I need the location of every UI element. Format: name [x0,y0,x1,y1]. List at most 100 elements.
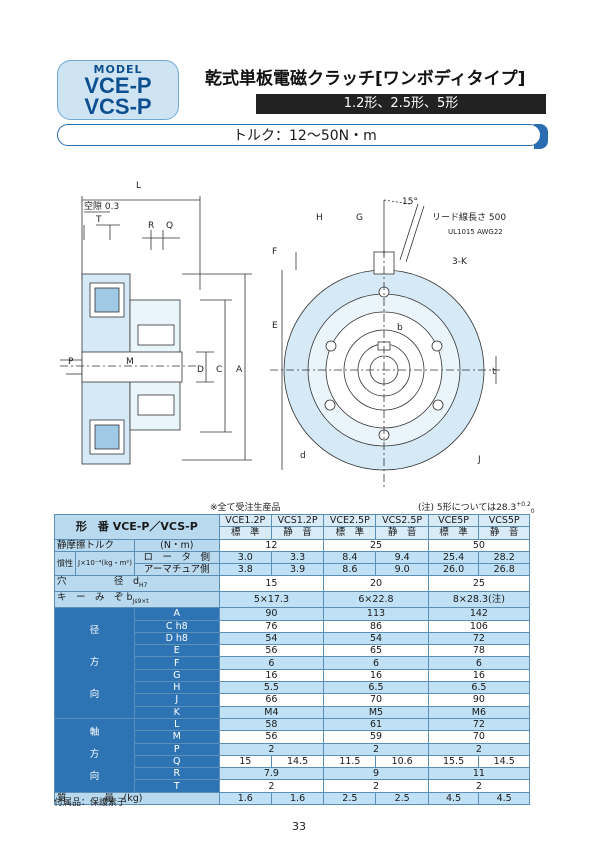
armature-label: アーマチュア側 [133,563,220,577]
dim-value: 2 [323,779,429,793]
page-subtitle: 1.2形、2.5形、5形 [256,94,546,114]
dim-value: 6.5 [427,681,531,695]
armature-value: 26.8 [478,563,530,577]
model-col: VCS1.2P [270,513,325,528]
dim-key: D h8 [133,631,220,646]
dim-gap: 空隙 0.3 [84,200,119,212]
dim-value: 76 [218,619,325,633]
model-header: 形 番 VCE-P／VCS-P [54,514,220,540]
dim-value: 2 [218,779,325,793]
mass-value: 1.6 [218,791,272,806]
bore-row: 穴 径 dH7 15 20 25 [54,575,531,593]
type-col: 静 音 [270,526,325,540]
rotor-value: 9.4 [375,550,429,565]
bore-label: 穴 径 dH7 [54,575,220,593]
bore-label-sub: H7 [139,582,148,590]
key-label-text: キ ー み ぞ b [57,592,133,604]
axial-label-char: 方 [89,749,100,761]
mass-value: 4.5 [427,791,480,806]
dim-value: 90 [427,693,531,707]
page-title: 乾式単板電磁クラッチ[ワンボディタイプ] [205,69,526,89]
model-col: VCE2.5P [323,513,377,528]
dim-value: 2 [427,779,531,793]
dim-key: L [133,717,220,732]
dim-value: 2 [218,742,325,756]
dim-value: 16 [427,668,531,683]
dim-angle: 15° [402,197,418,207]
armature-value: 26.0 [427,563,480,577]
dim-D: D [197,365,204,375]
radial-label-char: 向 [89,689,100,701]
note-right: (注) 5形については28.3+0.20 [418,500,535,515]
dim-value: 59 [323,730,429,744]
inertia-label: 慣性 [54,550,76,577]
dim-value: 16 [218,668,325,683]
torque-label: 静摩擦トルク [54,538,135,552]
dim-key: C h8 [133,619,220,633]
note-left: ※全て受注生産品 [210,503,281,513]
key-label: キ ー み ぞ bJs9×t [54,591,220,609]
front-view [270,199,500,490]
model-col: VCE1.2P [218,513,272,528]
dim-value: 70 [323,693,429,707]
dim-E: E [272,321,278,331]
model-col: VCS5P [478,513,530,528]
mass-row: 質 量 (kg) 1.6 1.6 2.5 2.5 4.5 4.5 [54,791,530,806]
torque-value: 12 [218,538,325,552]
axial-label-char: 軸 [89,727,100,739]
key-row: キ ー み ぞ bJs9×t 5×17.3 6×22.8 8×28.3(注) [54,591,531,609]
dim-Q: Q [166,221,173,231]
dim-value: 15 [218,754,272,769]
note-right-text: (注) 5形については28.3 [418,503,517,513]
side-view [60,196,252,465]
dim-value: 6 [427,656,531,670]
dim-value: 10.6 [375,754,429,769]
dim-key: G [133,668,220,683]
dim-value: 56 [218,730,325,744]
dim-value: 14.5 [270,754,325,769]
bore-value: 25 [427,575,531,593]
dim-b: b [397,323,403,333]
dim-value: 72 [427,631,531,646]
header-row-models: 形 番 VCE-P／VCS-P VCE1.2P VCS1.2P VCE2.5P … [54,513,530,540]
torque-unit: (N・m) [133,538,220,552]
torque-value: 25 [323,538,429,552]
dim-G: G [356,213,363,223]
radial-label-char: 径 [89,625,100,637]
model-col: VCE5P [427,513,480,528]
key-value: 8×28.3(注) [427,591,531,609]
dim-value: M6 [427,705,531,719]
model-line2: VCS-P [84,94,152,119]
rotor-label: ロ ー タ 側 [133,550,220,565]
type-col: 静 音 [375,526,429,540]
dim-value: 16 [323,668,429,683]
key-value: 5×17.3 [218,591,325,609]
rotor-value: 3.0 [218,550,272,565]
page-number: 33 [292,820,306,833]
dim-value: 70 [427,730,531,744]
model-label: MODEL [93,63,143,76]
technical-drawing: L 空隙 0.3 T R Q P M D C A [60,181,506,490]
dim-H: H [316,213,323,223]
dim-key: K [133,705,220,719]
dim-value: 6 [323,656,429,670]
dim-value: 66 [218,693,325,707]
model-line1: VCE-P [84,73,152,98]
axial-label: 軸方向 [54,717,135,793]
dim-F: F [272,247,277,257]
dim-J: J [477,455,481,465]
dim-key: P [133,742,220,756]
note-right-sub: 0 [530,507,535,515]
dim-value: 58 [218,717,325,732]
rotor-value: 8.4 [323,550,377,565]
dim-key: E [133,644,220,658]
armature-value: 3.9 [270,563,325,577]
